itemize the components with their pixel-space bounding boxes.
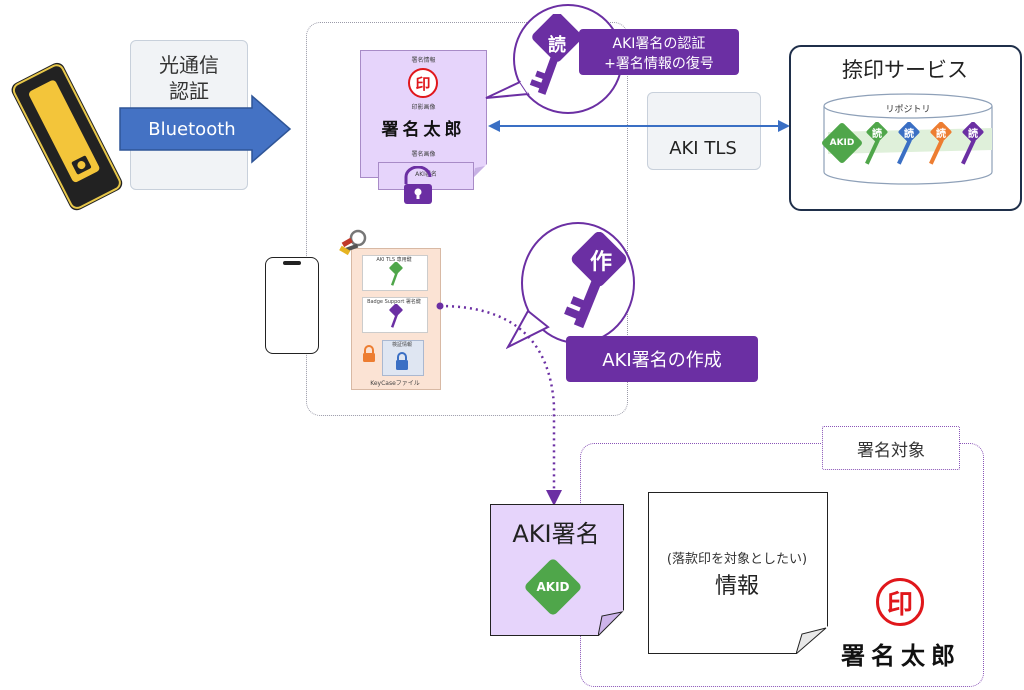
repository-key-3-char: 読	[936, 128, 946, 140]
aki-sign-small-label: AKI署名	[415, 171, 437, 178]
bluetooth-label: Bluetooth	[148, 118, 236, 140]
create-flow-arrow	[436, 302, 562, 506]
repository-key-2-char: 読	[904, 128, 914, 140]
aki-tls-label: AKI TLS	[669, 138, 737, 159]
read-key-char: 読	[548, 35, 566, 56]
aki-sign-doc-title: AKI署名	[512, 520, 600, 548]
keycase-footer: KeyCaseファイル	[370, 380, 420, 387]
lock-icon-purple	[404, 166, 432, 204]
seal-image-label: 印影画像	[411, 104, 436, 111]
seal-char: 印	[415, 74, 431, 93]
akid-badge-large-text: AKID	[536, 580, 570, 594]
akid-badge-small-text: AKID	[829, 138, 855, 148]
sign-target-label: 署名対象	[822, 426, 960, 470]
create-key-char: 作	[589, 250, 612, 275]
keyring-icon	[339, 229, 367, 256]
keycase-card-verify-label: 検証情報	[391, 342, 412, 348]
keycase-card-badge-label: Badge Support 署名鍵	[367, 299, 421, 305]
keycase-tls-key-icon	[389, 262, 403, 286]
repository-key-4	[961, 122, 984, 165]
sign-info-header: 署名情報	[411, 57, 436, 64]
repository-key-3	[929, 122, 952, 165]
info-doc-fold	[796, 626, 828, 654]
info-doc-line2: 情報	[714, 574, 759, 599]
auth-callout-line1: AKI署名の認証	[612, 36, 706, 52]
signature-image-label: 署名画像	[411, 151, 436, 158]
final-signer-name: 署名太郎	[841, 642, 961, 670]
create-key-icon	[564, 232, 627, 329]
signer-name: 署名太郎	[381, 120, 466, 140]
orange-lock-icon	[363, 345, 375, 362]
info-doc-line1: (落款印を対象としたい)	[666, 552, 808, 567]
read-key-icon	[529, 14, 582, 95]
keycase-card-badge	[362, 297, 428, 333]
create-label: AKI署名の作成	[566, 336, 758, 382]
final-seal-icon: 印	[876, 578, 924, 626]
optical-auth-line1: 光通信	[159, 53, 219, 77]
keycase-badge-key-icon	[389, 304, 403, 328]
aki-sign-doc-fold	[598, 610, 624, 636]
repository-label: リポジトリ	[885, 105, 931, 115]
doc-fold-corner	[473, 164, 487, 178]
auth-callout: AKI署名の認証 +署名情報の復号	[579, 29, 739, 75]
bluetooth-arrow	[119, 94, 292, 164]
blue-lock-icon	[396, 352, 408, 370]
tls-double-arrow	[488, 120, 790, 132]
sign-info-document: 署名情報 印 印影画像 署名太郎 署名画像	[360, 50, 487, 178]
final-seal-char: 印	[886, 589, 913, 620]
smartphone-icon	[265, 257, 319, 354]
smartphone-area-frame	[306, 22, 628, 416]
repository-key-2	[897, 122, 920, 165]
aki-tls-box	[647, 92, 761, 170]
repository-key-1-char: 読	[872, 128, 882, 140]
stamp-service-title: 捺印サービス	[842, 58, 968, 82]
repository-key-1	[865, 122, 888, 165]
auth-callout-line2: +署名情報の復号	[604, 56, 714, 72]
seal-icon: 印	[408, 68, 438, 98]
optical-auth-line2: 認証	[169, 79, 209, 103]
badge-device-icon	[11, 62, 123, 211]
keycase-card-tls-label: AKI TLS 専用鍵	[376, 257, 412, 263]
info-document	[648, 492, 828, 654]
repository-key-4-char: 読	[968, 128, 978, 140]
